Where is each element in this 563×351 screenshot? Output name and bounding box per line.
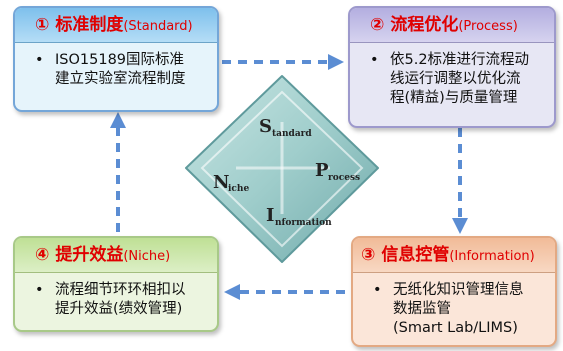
standard-initial: S: [259, 116, 272, 137]
niche-body: • 流程细节环环相扣以 提升效益(绩效管理): [15, 273, 217, 327]
information-line: 数据监管: [393, 301, 451, 317]
standard-box: ① 标准制度(Standard) • ISO15189国际标准 建立实验室流程制…: [13, 6, 219, 112]
information-initial: I: [266, 205, 274, 226]
niche-header: ④ 提升效益(Niche): [15, 238, 217, 273]
process-title: 流程优化: [390, 15, 459, 35]
standard-rest: tandard: [272, 129, 312, 139]
information-body: • 无纸化知识管理信息 数据监管 (Smart Lab/LIMS): [353, 273, 555, 345]
information-header: ③ 信息控管(Information): [353, 238, 555, 273]
spin-diamond-graphic: S tandard P rocess N iche I nformation: [185, 75, 379, 263]
process-box: ② 流程优化(Process) • 依5.2标准进行流程动 线运行调整以优化流 …: [348, 6, 556, 128]
process-rest: rocess: [328, 173, 360, 183]
information-line: 无纸化知识管理信息: [393, 282, 524, 298]
niche-initial: N: [213, 172, 229, 193]
process-header: ② 流程优化(Process): [350, 8, 554, 43]
process-subtitle: (Process): [458, 19, 518, 34]
information-subtitle: (Information): [449, 249, 535, 264]
niche-line: 流程细节环环相扣以: [55, 282, 186, 298]
information-box: ③ 信息控管(Information) • 无纸化知识管理信息 数据监管 (Sm…: [351, 236, 557, 347]
niche-rest: iche: [228, 184, 249, 194]
standard-header: ① 标准制度(Standard): [15, 8, 217, 43]
standard-line: 建立实验室流程制度: [55, 71, 186, 87]
process-initial: P: [315, 160, 329, 181]
standard-body: • ISO15189国际标准 建立实验室流程制度: [15, 43, 217, 97]
niche-box: ④ 提升效益(Niche) • 流程细节环环相扣以 提升效益(绩效管理): [13, 236, 219, 332]
bullet-icon: •: [373, 282, 382, 298]
bullet-icon: •: [35, 52, 44, 68]
niche-subtitle: (Niche): [123, 249, 171, 264]
information-title: 信息控管: [381, 245, 450, 265]
process-number: ②: [370, 15, 385, 35]
niche-title: 提升效益: [55, 245, 124, 265]
standard-subtitle: (Standard): [123, 19, 193, 34]
process-line: 依5.2标准进行流程动: [390, 52, 530, 68]
information-number: ③: [361, 245, 376, 265]
standard-line: ISO15189国际标准: [55, 52, 185, 68]
diamond-inner-swirl: [200, 90, 364, 248]
information-rest: nformation: [275, 218, 332, 228]
niche-number: ④: [35, 245, 50, 265]
niche-line: 提升效益(绩效管理): [55, 301, 183, 317]
process-line: 线运行调整以优化流: [390, 71, 521, 87]
information-line: (Smart Lab/LIMS): [393, 320, 518, 336]
process-body: • 依5.2标准进行流程动 线运行调整以优化流 程(精益)与质量管理: [350, 43, 554, 116]
bullet-icon: •: [370, 52, 379, 68]
standard-title: 标准制度: [55, 15, 124, 35]
bullet-icon: •: [35, 282, 44, 298]
process-line: 程(精益)与质量管理: [390, 90, 518, 106]
standard-number: ①: [35, 15, 50, 35]
